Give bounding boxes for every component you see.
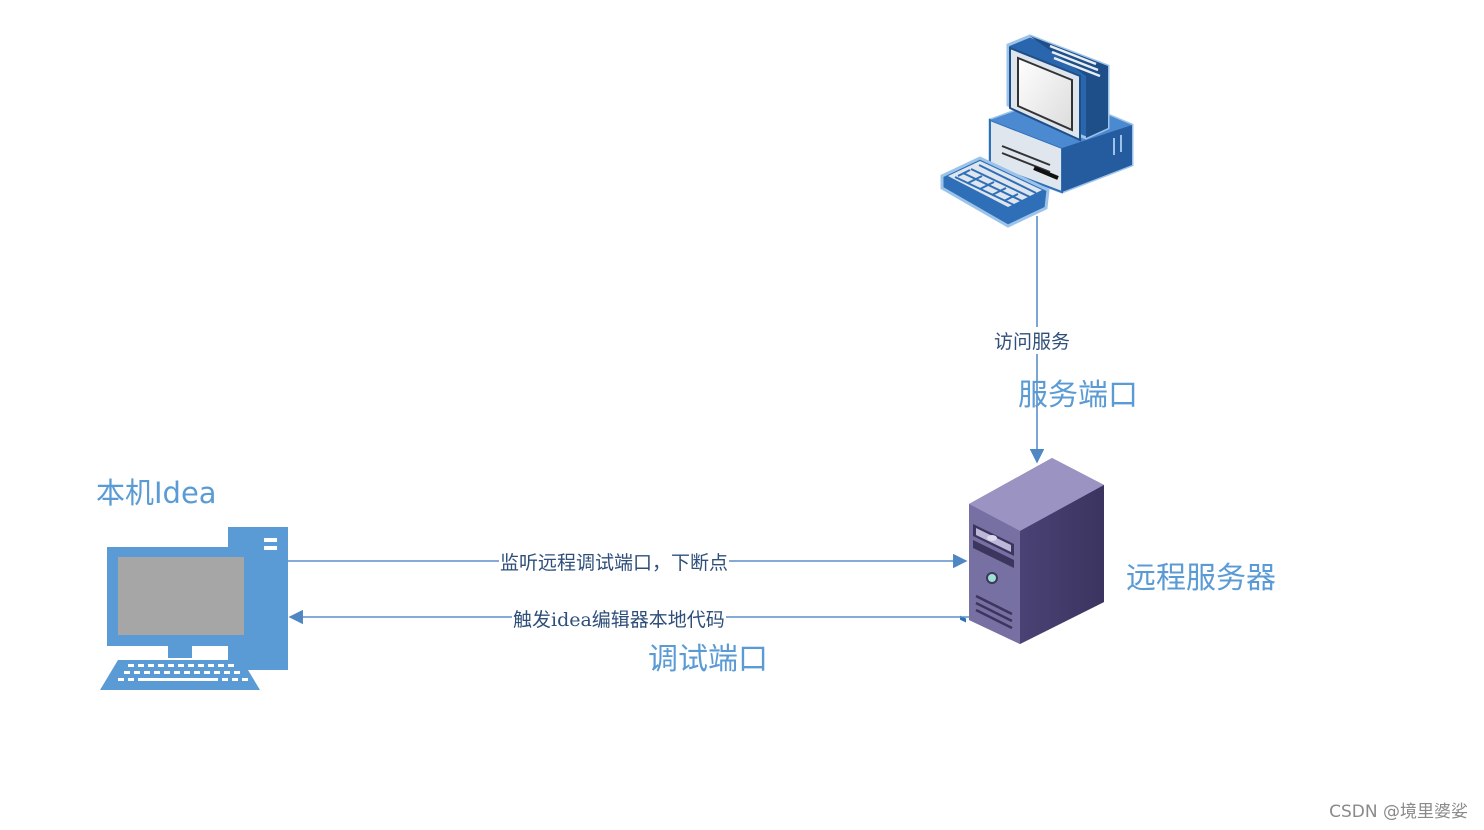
edge-label-access-service: 访问服务 <box>993 327 1072 354</box>
local-computer-icon <box>100 527 288 690</box>
local-idea-label: 本机Idea <box>96 476 217 510</box>
csdn-watermark: CSDN @境里婆娑 <box>1329 802 1468 822</box>
debug-port-label: 调试端口 <box>648 642 768 677</box>
client-computer-icon <box>940 34 1134 623</box>
remote-server-icon <box>969 458 1104 644</box>
remote-server-label: 远程服务器 <box>1126 561 1276 596</box>
edge-label-listen-debug: 监听远程调试端口，下断点 <box>499 548 730 575</box>
service-port-label: 服务端口 <box>1018 378 1138 413</box>
edge-label-trigger-code: 触发idea编辑器本地代码 <box>512 605 726 632</box>
